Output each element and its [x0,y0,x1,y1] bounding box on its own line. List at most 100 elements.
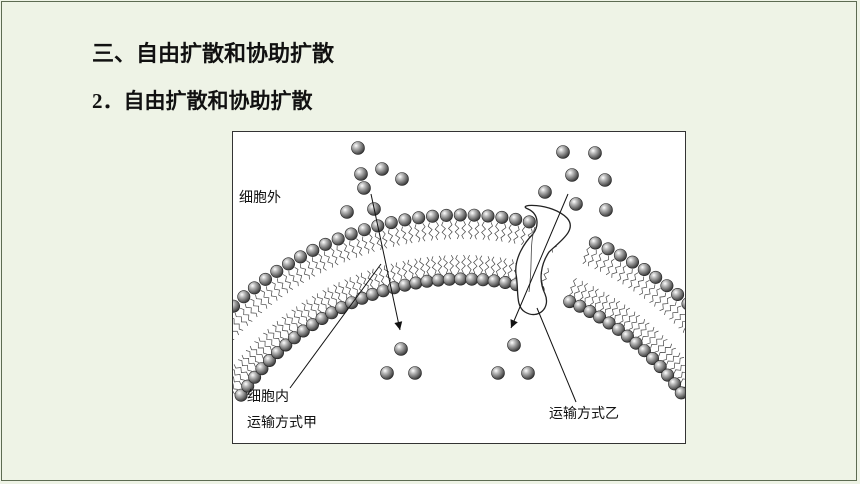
lipid-tail [233,364,249,376]
lipid-tail [233,376,242,385]
phospholipid-head [306,318,320,332]
phospholipid-head [442,272,456,286]
lipid-tail [472,255,478,274]
phospholipid-head [431,273,445,287]
phospholipid-head [247,281,261,295]
phospholipid-head [237,290,251,304]
solute-molecules [340,141,613,380]
lipid-tail [374,232,382,250]
section-title: 三、自由扩散和协助扩散 [92,42,335,67]
phospholipid-head [645,352,659,366]
solute-molecule [565,168,579,182]
lipid-tail [594,252,603,270]
lipid-tail [324,251,333,268]
phospholipid-head [588,236,602,250]
diffusion-arrow [370,193,401,331]
lipid-tail [360,272,369,290]
lipid-tail [641,326,655,341]
lipid-tail [659,296,672,312]
phospholipid-head [255,362,269,376]
lipid-tail [677,371,685,379]
lipid-tail [494,222,500,242]
lipid-tail [455,254,460,274]
lipid-tail [312,257,322,274]
lipid-tail [484,256,490,275]
phospholipid-head [293,250,307,264]
lipid-tail [490,256,496,275]
lipid-tail [395,227,401,246]
lipid-tail [288,270,299,287]
phospholipid-head [637,263,651,277]
lipid-tail [383,265,391,283]
lipid-tail [237,359,252,372]
lipid-tail [239,307,253,322]
phospholipid-head [481,209,495,223]
lipid-tail [461,220,466,240]
lipid-tail [322,290,332,307]
lipid-tail [619,307,631,324]
lipid-tail [258,337,272,351]
lipid-tail [249,345,264,359]
lipid-tail [646,330,659,345]
lipid-tail [582,246,591,264]
lipid-tail [680,378,685,383]
phospholipid-head [398,278,412,292]
lipid-tail [628,314,640,330]
lipid-tail [421,223,427,242]
lipid-tail [664,301,677,315]
phospholipid-head [331,232,345,246]
lipid-tail [604,297,615,314]
lipid-tail [271,281,283,298]
lipid-tail [378,266,385,285]
lipid-tail [382,230,388,249]
lipid-tail [574,280,583,298]
phospholipid-head [357,223,371,237]
lipid-tail [658,343,673,357]
lipid-tail [233,338,235,341]
lipid-tail [343,243,351,261]
phospholipid-head [412,211,426,225]
lipid-tail [443,255,449,274]
phospholipid-head [233,299,240,313]
lipid-tail [327,287,337,304]
lipid-tail [390,263,396,282]
phospholipid-head [653,360,667,374]
lipid-tail [330,248,339,266]
phospholipid-head [637,344,651,358]
phospholipid-head [248,370,262,384]
phospholipid-head [296,324,310,338]
solute-molecule [394,342,408,356]
lipid-tail [318,253,327,271]
lipid-tail [474,221,480,240]
subsection-text: 自由扩散和协助扩散 [123,89,313,113]
lipid-tail [684,386,685,388]
lipid-tail [333,284,342,302]
phospholipid-head [671,288,685,302]
lipid-tail [605,258,615,276]
lipid-tail [265,286,278,301]
lipid-tail [654,292,667,307]
lipid-tail [414,224,421,243]
phospholipid-head [262,354,276,368]
lipid-tail [502,258,508,277]
lipid-tail [387,229,395,247]
lipid-tail [481,221,486,240]
lipid-tail [500,223,507,242]
lipid-tail [611,262,621,278]
phospholipid-head [522,215,536,229]
phospholipid-head [625,255,639,269]
phospholipid-head [279,338,293,352]
lipid-tail [669,305,682,320]
solute-molecule [556,145,570,159]
lipid-tail [277,278,288,294]
lipid-tail [281,316,294,332]
label-transport-b: 运输方式乙 [549,406,619,422]
lipid-tail [588,249,597,267]
lipid-tail [349,240,357,258]
membrane-svg [233,141,685,403]
lipid-tail [306,299,317,315]
solute-molecule [538,185,552,199]
lipid-tail [513,225,520,244]
lipid-tail [413,258,419,277]
lipid-tail [244,303,258,318]
